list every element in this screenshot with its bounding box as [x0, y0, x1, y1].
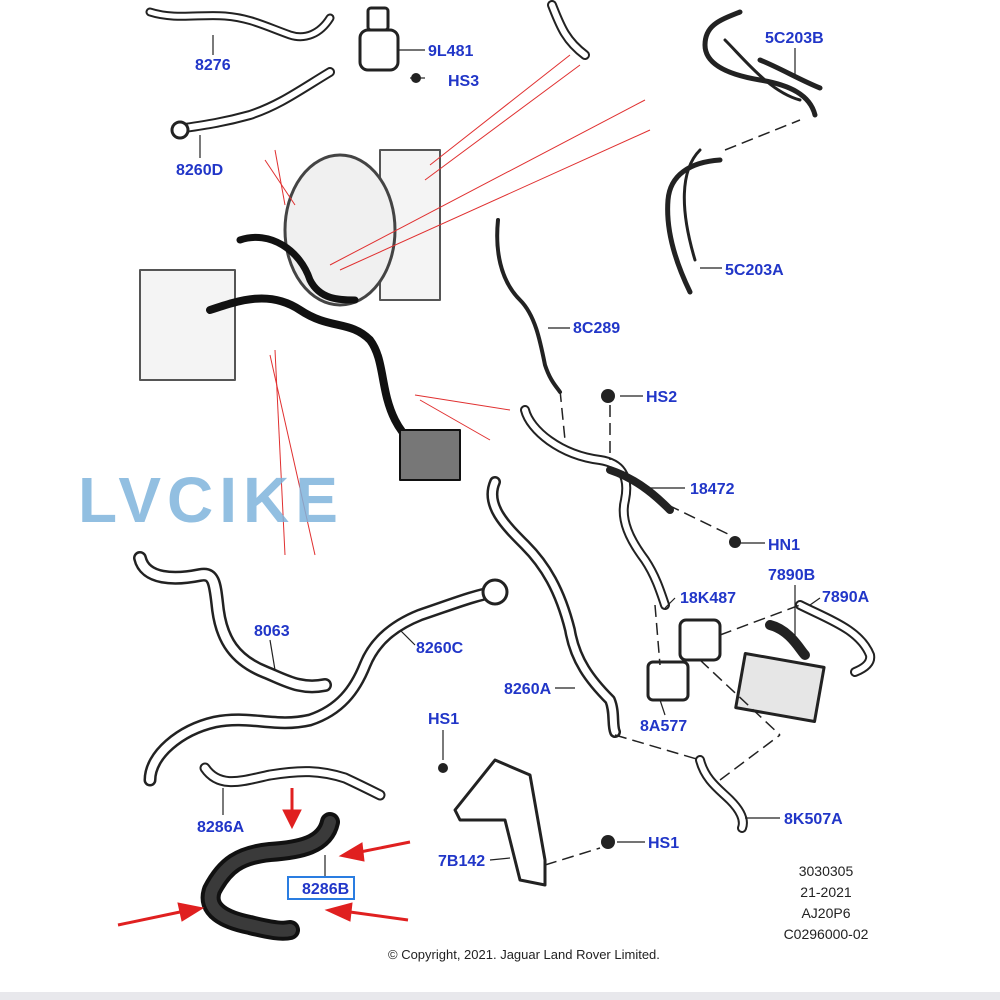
bottom-strip	[0, 992, 1000, 1000]
callout-18472: 18472	[690, 481, 735, 498]
cooling-fan	[283, 153, 397, 307]
oil-cooler	[734, 651, 826, 724]
callout-8276: 8276	[195, 57, 231, 74]
pipe-18472-b	[606, 466, 674, 514]
arrow-left	[117, 902, 205, 927]
hose-8063-inner	[135, 553, 330, 691]
engine-bracket	[399, 429, 461, 481]
highlight-arrows	[117, 788, 411, 927]
callout-8286A: 8286A	[197, 819, 245, 836]
callout-7B142: 7B142	[438, 853, 485, 870]
hose-8260A-inner	[488, 478, 619, 736]
callout-18K487: 18K487	[680, 590, 736, 607]
reference-block: 3030305 21-2021 AJ20P6 C0296000-02	[784, 863, 869, 942]
callout-HN1: HN1	[768, 537, 800, 554]
callout-8063: 8063	[254, 623, 290, 640]
hose-8260D	[180, 67, 335, 133]
callout-HS2: HS2	[646, 389, 677, 406]
hose-8286B-inner	[204, 816, 336, 937]
leader-lines	[199, 35, 821, 878]
callout-8A577: 8A577	[640, 718, 687, 735]
callout-5C203B: 5C203B	[765, 30, 824, 47]
pipe-5C203B-a	[702, 9, 818, 118]
hose-drawings	[133, 0, 876, 941]
reference-line-3: AJ20P6	[801, 905, 850, 921]
arrow-top	[282, 788, 302, 830]
pipe-5C203B-c	[723, 38, 802, 102]
assembly-lines	[544, 119, 801, 866]
pipe-18472-inner	[522, 407, 668, 608]
hose-7890A-inner	[797, 602, 874, 675]
hose-8260D-end	[170, 120, 190, 140]
arrow-right-upper	[338, 840, 411, 862]
bracket-7B142	[453, 758, 547, 887]
hose-7890B	[765, 620, 810, 660]
engine-hoses-b	[236, 233, 359, 304]
highlight-box-8286B	[287, 876, 355, 900]
callout-8260D: 8260D	[176, 162, 223, 179]
copyright-text: © Copyright, 2021. Jaguar Land Rover Lim…	[388, 947, 660, 962]
callout-7890A: 7890A	[822, 589, 870, 606]
valve-9L481-cap	[366, 6, 390, 32]
bolt-HS2	[601, 389, 615, 403]
callout-8286B: 8286B	[302, 881, 349, 898]
nut-HN1	[729, 536, 741, 548]
fitting-18K487	[678, 618, 722, 662]
bolt-HS1b	[601, 835, 615, 849]
arrow-right-lower	[324, 902, 409, 922]
valve-9L481	[358, 28, 400, 72]
callout-8260A: 8260A	[504, 681, 552, 698]
callout-HS1-lower: HS1	[648, 835, 679, 852]
hose-8260C-inner	[146, 588, 499, 784]
bolt-HS3	[411, 73, 421, 83]
hose-8260D-inner	[182, 69, 333, 131]
hose-top-center-inner	[549, 2, 588, 58]
fastener-dots	[411, 73, 741, 849]
hose-8K507A-inner	[697, 757, 746, 831]
valve-8A577	[646, 660, 690, 702]
reference-line-4: C0296000-02	[784, 926, 869, 942]
hose-8276-inner	[147, 9, 333, 40]
reference-line-1: 3030305	[799, 863, 854, 879]
callout-labels: 8276 9L481 HS3 5C203B 8260D 5C203A 8C289…	[176, 30, 870, 898]
pointer-lines	[264, 54, 651, 556]
hose-8260C-end	[481, 578, 509, 606]
callout-8C289: 8C289	[573, 320, 620, 337]
radiator-core	[139, 269, 236, 381]
callout-8K507A: 8K507A	[784, 811, 843, 828]
callout-9L481: 9L481	[428, 43, 473, 60]
watermark-logo: LVCIKE	[78, 464, 344, 536]
callout-HS1-upper: HS1	[428, 711, 459, 728]
callout-5C203A: 5C203A	[725, 262, 784, 279]
pipe-5C203B-b	[757, 57, 823, 91]
callout-8260C: 8260C	[416, 640, 464, 657]
hose-8286A-inner	[201, 764, 384, 799]
reference-line-2: 21-2021	[800, 884, 852, 900]
pipe-5C203A	[665, 157, 723, 295]
bolt-HS1a	[438, 763, 448, 773]
pipe-5C203A-b	[682, 148, 702, 262]
callout-7890B: 7890B	[768, 567, 815, 584]
pipe-8C289	[495, 218, 562, 394]
callout-HS3: HS3	[448, 73, 479, 90]
